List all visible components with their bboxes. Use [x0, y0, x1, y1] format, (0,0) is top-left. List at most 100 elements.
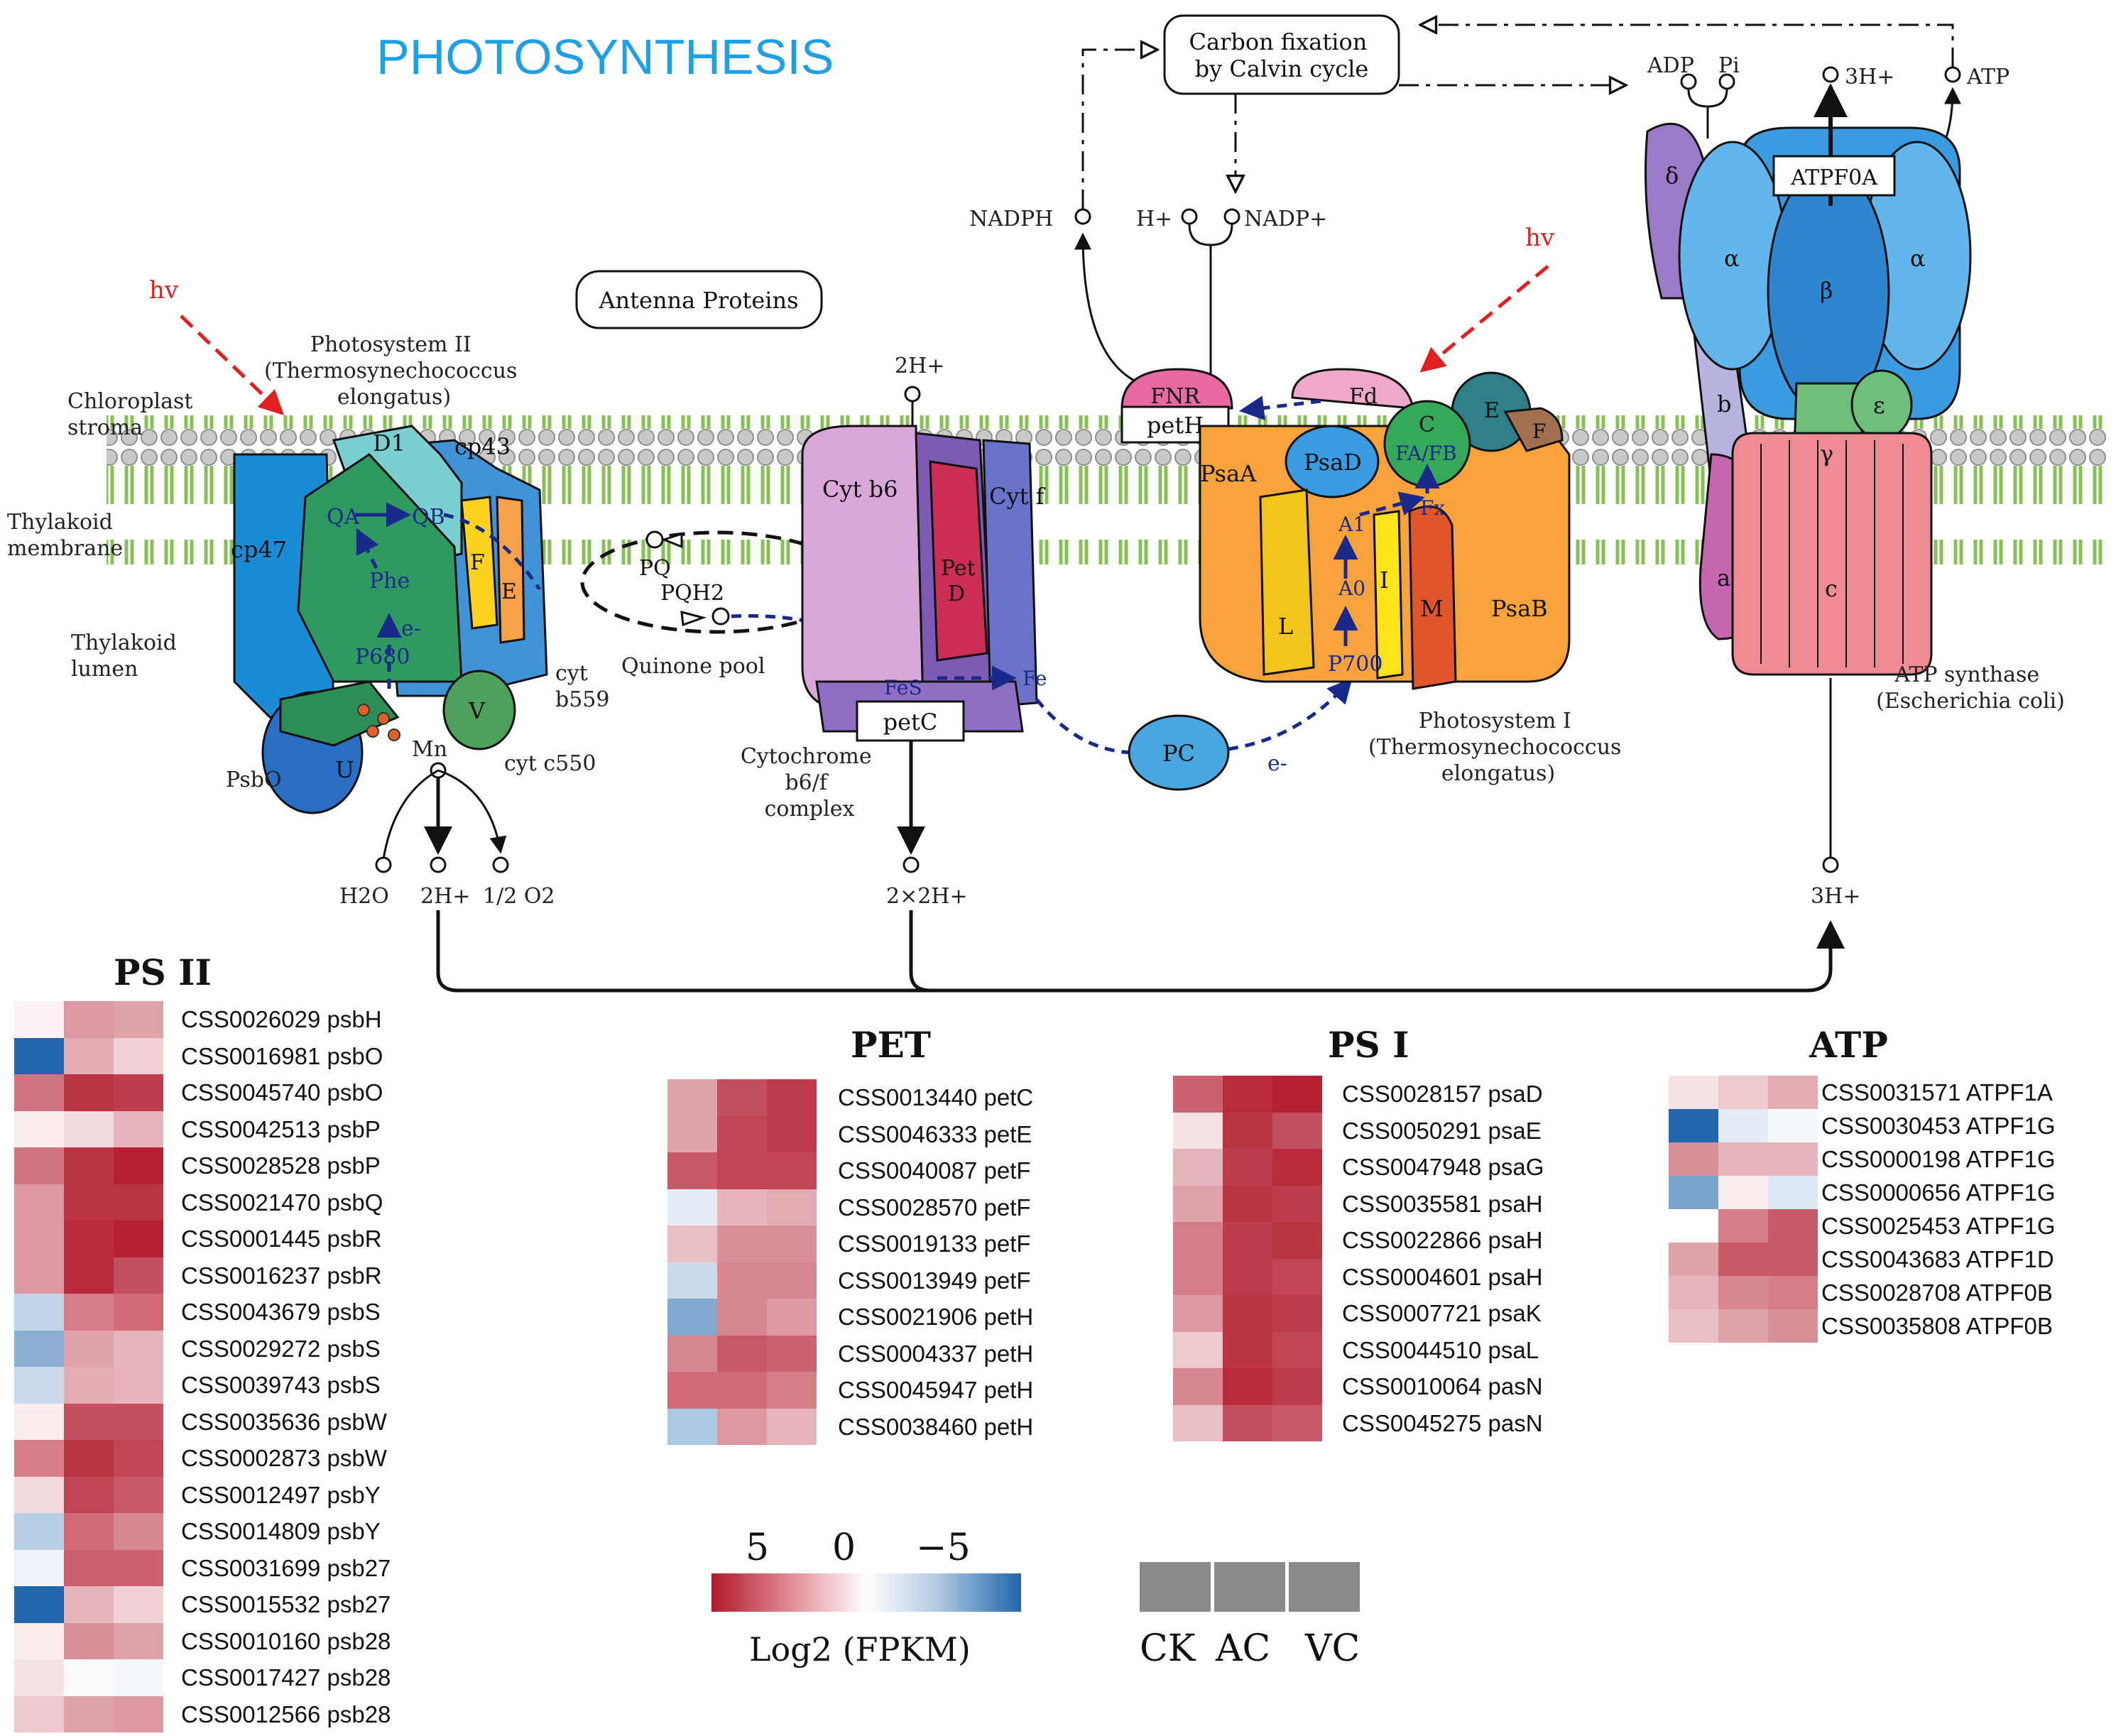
heatmap-cell	[1223, 1404, 1272, 1441]
hv-left-label: hv	[149, 276, 179, 305]
heatmap-cell	[114, 1294, 163, 1331]
heatmap-cell	[114, 1476, 163, 1513]
nadph-to-calvin-arrow	[1081, 50, 1157, 209]
gene-label: CSS0016981 psbO	[181, 1042, 383, 1069]
antenna-proteins-box[interactable]	[575, 270, 823, 329]
heatmap-cell	[64, 1476, 114, 1513]
color-scale-tick: −5	[916, 1527, 971, 1569]
atp-label: ATP	[1966, 65, 2009, 89]
h-plus-atp-top-label: 3H+	[1845, 65, 1894, 89]
o2-label: 1/2 O2	[483, 884, 555, 909]
heatmap-cell	[64, 1294, 114, 1331]
heatmap-cell	[667, 1225, 717, 1262]
gene-label: CSS0035808 ATPF0B	[1821, 1313, 2053, 1339]
heatmap-cell	[114, 1074, 163, 1111]
heatmap-cell	[1173, 1295, 1223, 1332]
heatmap-cell	[64, 1074, 114, 1111]
heatmap-cell	[717, 1262, 767, 1299]
heatmap-cell	[1173, 1076, 1223, 1113]
gene-label: CSS0010064 pasN	[1342, 1373, 1543, 1399]
plastocyanin	[1128, 714, 1230, 791]
thylakoid-lumen-label: Thylakoid lumen	[71, 630, 183, 682]
heatmap-cell	[114, 1001, 163, 1038]
adp-node	[1680, 73, 1697, 90]
heatmap-cell	[1173, 1222, 1223, 1259]
mn-cluster-atom	[366, 725, 379, 738]
psai-label: I	[1380, 567, 1389, 594]
atpf0a-gene-box[interactable]	[1772, 155, 1896, 197]
cyt-c550-label: cyt c550	[504, 751, 596, 776]
electron-path	[1228, 677, 1353, 751]
heatmap-cell	[1718, 1209, 1768, 1243]
calvin-cycle-box[interactable]	[1163, 14, 1400, 95]
petc-gene-box[interactable]	[856, 700, 965, 742]
gene-label: CSS0028157 psaD	[1342, 1081, 1543, 1107]
nadp-label: NADP+	[1244, 207, 1327, 231]
heatmap-cell	[667, 1115, 717, 1152]
gene-label: CSS0013949 petF	[838, 1267, 1031, 1294]
fa-fb-label: FA/FB	[1395, 442, 1457, 465]
heatmap-cell	[717, 1225, 767, 1262]
heatmap-cell	[717, 1372, 767, 1409]
heatmap-cell	[14, 1586, 64, 1623]
heatmap-cell	[14, 1367, 64, 1404]
h-plus-node	[1181, 208, 1198, 225]
psam-label: M	[1420, 595, 1444, 622]
heatmap-cell	[1669, 1142, 1718, 1176]
heatmap-cell	[64, 1110, 114, 1147]
heatmap-cell	[1173, 1258, 1223, 1295]
heatmap-cell	[14, 1257, 64, 1294]
heatmap-cell	[717, 1335, 767, 1372]
gene-label: CSS0039743 psbS	[181, 1372, 381, 1398]
electron-path	[356, 528, 379, 569]
psab-label: PsaB	[1491, 595, 1548, 622]
heatmap-cell	[114, 1696, 163, 1732]
heatmap-cell	[767, 1262, 817, 1299]
heatmap-cell	[767, 1372, 817, 1409]
electron-path	[1359, 491, 1425, 517]
c-label: c	[1825, 575, 1838, 602]
psaf-subunit	[1503, 407, 1564, 452]
h-plus-label: H+	[1136, 207, 1172, 231]
heatmap-cell	[114, 1659, 163, 1696]
gene-label: CSS0044510 psaL	[1342, 1336, 1539, 1363]
nadph-label: NADPH	[969, 207, 1053, 231]
heatmap-cell	[1223, 1149, 1272, 1186]
pi-node	[1718, 73, 1735, 90]
heatmap-cell	[667, 1408, 717, 1445]
heatmap-cell	[767, 1189, 817, 1225]
heatmap-cell	[1223, 1331, 1272, 1368]
heatmap-cell	[1768, 1243, 1818, 1276]
gene-label: CSS0013440 petC	[838, 1084, 1034, 1110]
heatmap-cell	[767, 1408, 817, 1445]
heatmap-cell	[1272, 1258, 1322, 1295]
gene-label: CSS0000198 ATPF1G	[1821, 1146, 2056, 1172]
atp-synthase-complex: ADP Pi 3H+ ATP ATPF0A δ α α β ε b	[1645, 53, 2065, 909]
epsilon-label: ε	[1873, 392, 1885, 419]
alpha-left-label: α	[1724, 245, 1740, 272]
delta-label: δ	[1665, 162, 1679, 189]
ps1-heatmap-title: PS I	[1328, 1024, 1409, 1066]
water-link	[382, 769, 439, 860]
h-plus-atp-top-node	[1822, 66, 1839, 83]
gene-label: CSS0046333 petE	[838, 1120, 1032, 1147]
gene-label: CSS0010160 psb28	[181, 1627, 391, 1654]
heatmap-cell	[1223, 1185, 1272, 1222]
heatmap-cell	[1223, 1112, 1272, 1149]
heatmap-cell	[64, 1330, 114, 1367]
heatmap-cell	[14, 1622, 64, 1659]
proton-gradient-connector	[436, 910, 1845, 993]
heatmap-cell	[14, 1221, 64, 1257]
qb-label: QB	[412, 505, 445, 530]
gene-label: CSS0004601 psaH	[1342, 1263, 1543, 1290]
heatmap-cell	[767, 1115, 817, 1152]
quinone-arrow	[680, 610, 707, 627]
c-ring	[1731, 432, 1933, 676]
heatmap-cell	[114, 1586, 163, 1623]
heatmap-cell	[114, 1440, 163, 1477]
pqh2-label: PQH2	[660, 581, 724, 606]
photosystem-i-complex: Fd C E F PsaA PsaD FA/FB Fx A1 A0 L I M …	[1199, 368, 1571, 690]
calvin-cycle-label: Carbon fixation by Calvin cycle	[1189, 28, 1375, 82]
heatmap-cell	[14, 1147, 64, 1184]
